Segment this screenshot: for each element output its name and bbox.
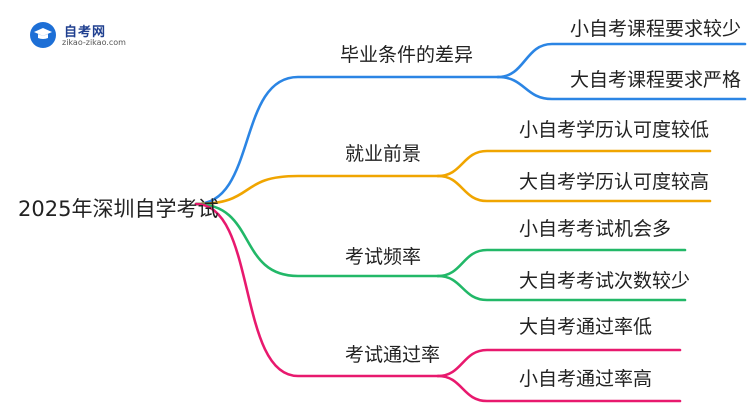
branch-connector [194,202,440,278]
leaf-item: 大自考课程要求严格 [570,69,742,91]
leaf-item: 小自考课程要求较少 [570,18,742,40]
branch-connector [194,202,440,378]
branch-graduation-conditions: 毕业条件的差异 [340,44,474,66]
branch-connector [194,75,500,206]
logo-title: 自考网 [64,25,107,40]
leaf-connector [496,75,747,101]
leaf-item: 大自考通过率低 [519,316,653,338]
leaf-connector [436,348,682,378]
branch-pass-rate: 考试通过率 [345,344,441,366]
leaf-item: 大自考学历认可度较高 [519,171,710,193]
leaf-connector [436,274,687,302]
leaf-connector [436,149,712,178]
leaf-connector [496,42,747,79]
branch-connector [194,174,440,206]
leaf-connector [436,248,687,278]
leaf-connector [436,174,712,203]
branch-exam-frequency: 考试频率 [345,246,422,268]
root-topic: 2025年深圳自学考试 [18,197,219,221]
branch-employment-prospects: 就业前景 [345,143,422,165]
site-logo[interactable]: 自考网 zikao-zikao.com [30,20,140,50]
leaf-item: 小自考考试机会多 [519,218,672,240]
logo-url: zikao-zikao.com [62,38,126,47]
graduation-cap-icon [34,28,52,39]
leaf-item: 小自考通过率高 [519,368,653,390]
leaf-item: 大自考考试次数较少 [519,270,691,292]
leaf-connector [436,374,682,403]
leaf-item: 小自考学历认可度较低 [519,119,710,141]
